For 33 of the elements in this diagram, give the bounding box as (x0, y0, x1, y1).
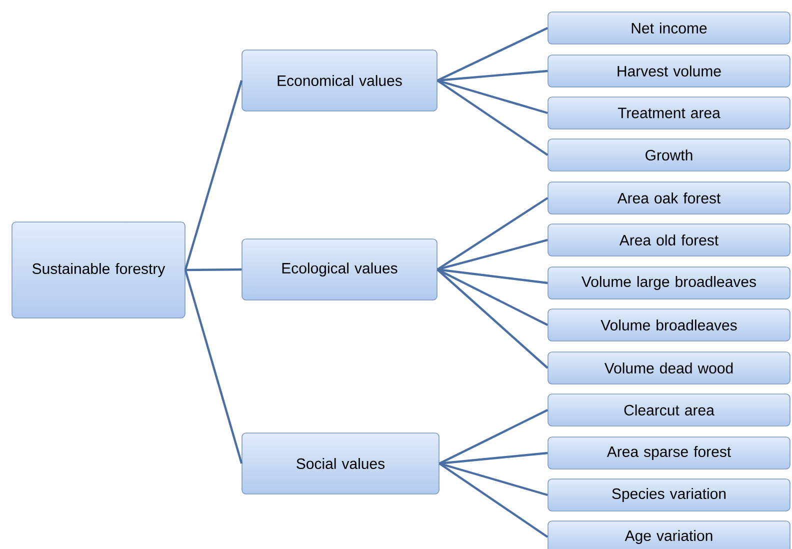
leaf-box: Harvest volume (548, 54, 790, 88)
connector-line (437, 70, 548, 82)
leaf-box: Species variation (548, 478, 790, 512)
leaf-box: Area old forest (548, 224, 790, 256)
leaf-box: Volume dead wood (548, 352, 790, 384)
connector-line (437, 238, 548, 271)
leaf-box: Area oak forest (548, 182, 790, 214)
leaf-box: Net income (548, 12, 790, 44)
connector-line (439, 452, 548, 465)
leaf-box: Clearcut area (548, 394, 790, 426)
connector-line (437, 79, 548, 114)
connector-line (436, 197, 548, 270)
connector-line (184, 80, 243, 270)
category-box: Ecological values (242, 238, 438, 300)
connector-line (436, 268, 548, 326)
leaf-box: Treatment area (548, 96, 790, 130)
connector-line (439, 462, 548, 496)
category-box: Economical values (242, 50, 438, 112)
connector-line (437, 268, 548, 284)
connector-line (438, 462, 548, 538)
connector-line (438, 409, 548, 464)
connector-line (184, 270, 243, 464)
connector-line (436, 80, 548, 156)
root-box: Sustainable forestry (12, 222, 186, 318)
leaf-box: Volume broadleaves (548, 308, 790, 342)
leaf-box: Volume large broadleaves (548, 266, 790, 300)
connector-line (436, 268, 548, 369)
category-box: Social values (242, 432, 440, 494)
leaf-box: Area sparse forest (548, 436, 790, 470)
leaf-box: Age variation (548, 520, 790, 549)
connector-line (436, 27, 548, 82)
connector-line (185, 268, 242, 272)
leaf-box: Growth (548, 138, 790, 172)
